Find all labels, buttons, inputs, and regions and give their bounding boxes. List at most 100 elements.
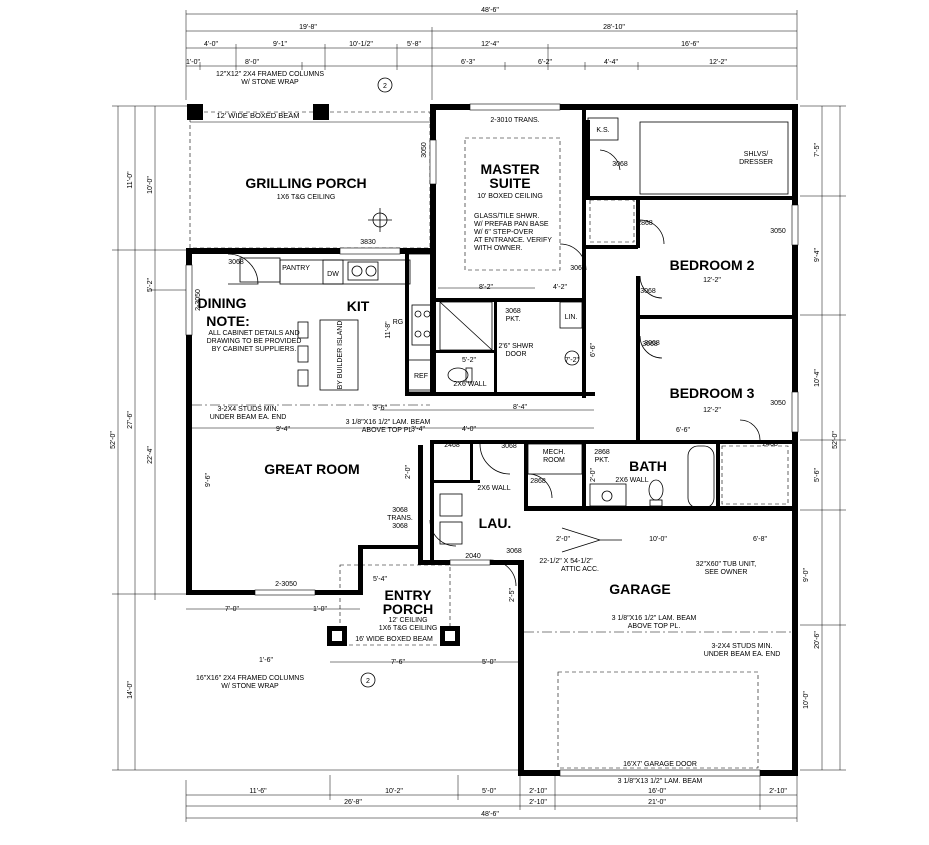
pantry [239, 257, 281, 283]
dim-int-19: 2'-5" [509, 588, 516, 602]
dim-bot-r1-4: 2'-10" [529, 788, 547, 795]
shower-note-3: W/ 6" STEP-OVER [474, 229, 533, 236]
linen-label: LIN. [565, 314, 578, 321]
dim-int-4: 12'-2" [703, 407, 721, 414]
d2468-left: 2468 [444, 442, 460, 449]
dim-int-25: 1'-6" [259, 657, 273, 664]
d2868-bath: 2868 [594, 449, 610, 456]
door-swing-entry [429, 519, 457, 547]
great-beam-2: ABOVE TOP PL. [362, 427, 415, 434]
shower-note-1: GLASS/TILE SHWR. [474, 213, 539, 220]
dimension-lines [112, 10, 846, 822]
shelves-dresser [639, 121, 789, 195]
dim-int-3: 12'-2" [703, 277, 721, 284]
w3050-bed3: 3050 [770, 400, 786, 407]
porch-columns-label-2: W/ STONE WRAP [241, 79, 299, 86]
d3068-pkt: 3068 [505, 308, 521, 315]
dim-right-part-7: 10'-0" [803, 691, 810, 709]
kitchen-label: KIT [347, 298, 370, 314]
d3068-bed3: 3068 [644, 340, 660, 347]
d3068-master: 3068 [612, 161, 628, 168]
dim-bot-r1-1: 11'-6" [249, 788, 267, 795]
dim-bot-r1-5: 16'-0" [648, 788, 666, 795]
d3068-hall: 3068 [570, 265, 586, 272]
dim-int-20: 3'-4" [411, 426, 425, 433]
dim-top-r3-5: 4'-4" [604, 59, 618, 66]
entry-porch-label-1: ENTRY [385, 587, 433, 603]
porch-beam-label: 12' WIDE BOXED BEAM [216, 111, 299, 120]
dim-top-r2-3: 10'-1/2" [349, 41, 373, 48]
dim-top-left: 19'-8" [299, 24, 317, 31]
ks-box [587, 117, 619, 141]
dim-right-part-2: 9'-4" [814, 248, 821, 262]
grilling-porch-label: GRILLING PORCH [245, 175, 366, 191]
entry-columns-1: 16"X16" 2X4 FRAMED COLUMNS [196, 675, 304, 682]
dim-top-r2-4: 5'-8" [407, 41, 421, 48]
dim-right-part-5: 9'-0" [803, 568, 810, 582]
dim-int-6: 5'-2" [462, 357, 476, 364]
great-room-label: GREAT ROOM [264, 461, 359, 477]
w2-3050-great: 2-3050 [275, 581, 297, 588]
entry-door-label-1: 3068 [392, 507, 408, 514]
note-title: NOTE: [206, 313, 250, 329]
dim-int-9: 4'-0" [462, 426, 476, 433]
note-line-1: ALL CABINET DETAILS AND [208, 330, 299, 337]
dim-int-2: 4'-2" [553, 284, 567, 291]
door-swing-bed2 [639, 275, 663, 299]
mech-room [527, 443, 583, 475]
door-swing-closet [639, 219, 665, 245]
dim-int-21: 3'-6" [373, 405, 387, 412]
porch-column-left [187, 104, 203, 120]
dim-top-overall: 48'-6" [481, 7, 499, 14]
shwr-door-2: DOOR [506, 351, 527, 358]
opening-labels: 3050 3830 3068 3068 3068 3068 3068 3068 … [195, 142, 786, 588]
dim-bot-overall: 48'-6" [481, 811, 499, 818]
d3068-bed2: 3068 [640, 288, 656, 295]
interior-dimensions: 8'-2" 4'-2" 12'-2" 12'-2" 6'-6" 5'-2" 7'… [186, 277, 767, 666]
ref-label: REF [414, 373, 428, 380]
shower-note-5: WITH OWNER. [474, 245, 523, 252]
dim-int-8: 9'-4" [276, 426, 290, 433]
range [411, 304, 433, 346]
attic-note-2: ATTIC ACC. [561, 566, 599, 573]
dim-bot-r1-2: 10'-2" [385, 788, 403, 795]
d3068-dining: 3068 [228, 259, 244, 266]
tub-note-1: 32"X60" TUB UNIT, [696, 561, 757, 568]
dim-int-15: 1'-0" [313, 606, 327, 613]
dim-left-inner-2: 5'-2" [147, 278, 154, 292]
dim-top-r3-6: 12'-2" [709, 59, 727, 66]
dim-top-r2-1: 4'-0" [204, 41, 218, 48]
dim-top-r3-2: 8'-0" [245, 59, 259, 66]
d3068-lau: 3068 [501, 443, 517, 450]
dim-left-part-3: 14'-0" [127, 681, 134, 699]
dim-int-1: 8'-2" [479, 284, 493, 291]
master-label-2: SUITE [489, 175, 530, 191]
entry-porch-label-2: PORCH [383, 601, 434, 617]
dim-bot-r2-2: 2'-10" [529, 799, 547, 806]
bathtub [687, 445, 715, 509]
shwr-door-1: 2'6" SHWR [499, 343, 534, 350]
dim-int-5: 6'-6" [676, 427, 690, 434]
garage-beam-bottom: 3 1/8"X13 1/2" LAM. BEAM [618, 778, 703, 785]
w3050-master: 3050 [421, 142, 428, 158]
porch-column-right [313, 104, 329, 120]
island [319, 319, 359, 391]
dim-top-r3-3: 6'-3" [461, 59, 475, 66]
mech-label-1: MECH. [543, 449, 566, 456]
dim-right-part-1: 7'-5" [814, 143, 821, 157]
door-swing-ks [599, 149, 621, 171]
door-swing-dining [227, 253, 259, 285]
grilling-porch-outline [187, 104, 431, 249]
dim-left-part-1: 11'-0" [127, 171, 134, 189]
dim-int-10: 8'-4" [513, 404, 527, 411]
dimension-labels: 48'-6" 19'-8" 28'-10" 4'-0" 9'-1" 10'-1/… [110, 7, 839, 818]
note-line-2: DRAWING TO BE PROVIDED [207, 338, 302, 345]
section-marker-top [377, 77, 393, 93]
dim-int-24: 2'-0" [405, 465, 412, 479]
dim-int-11: 10'-0" [649, 536, 667, 543]
shower-stall [439, 301, 493, 351]
door-swing-master [559, 243, 587, 271]
entry-beam-label: 16' WIDE BOXED BEAM [355, 636, 433, 643]
garage-studs-2: UNDER BEAM EA. END [704, 651, 781, 658]
room-labels: 2 2 12' WIDE BOXED BEAM 12"X12" 2X4 FRAM… [196, 71, 780, 785]
